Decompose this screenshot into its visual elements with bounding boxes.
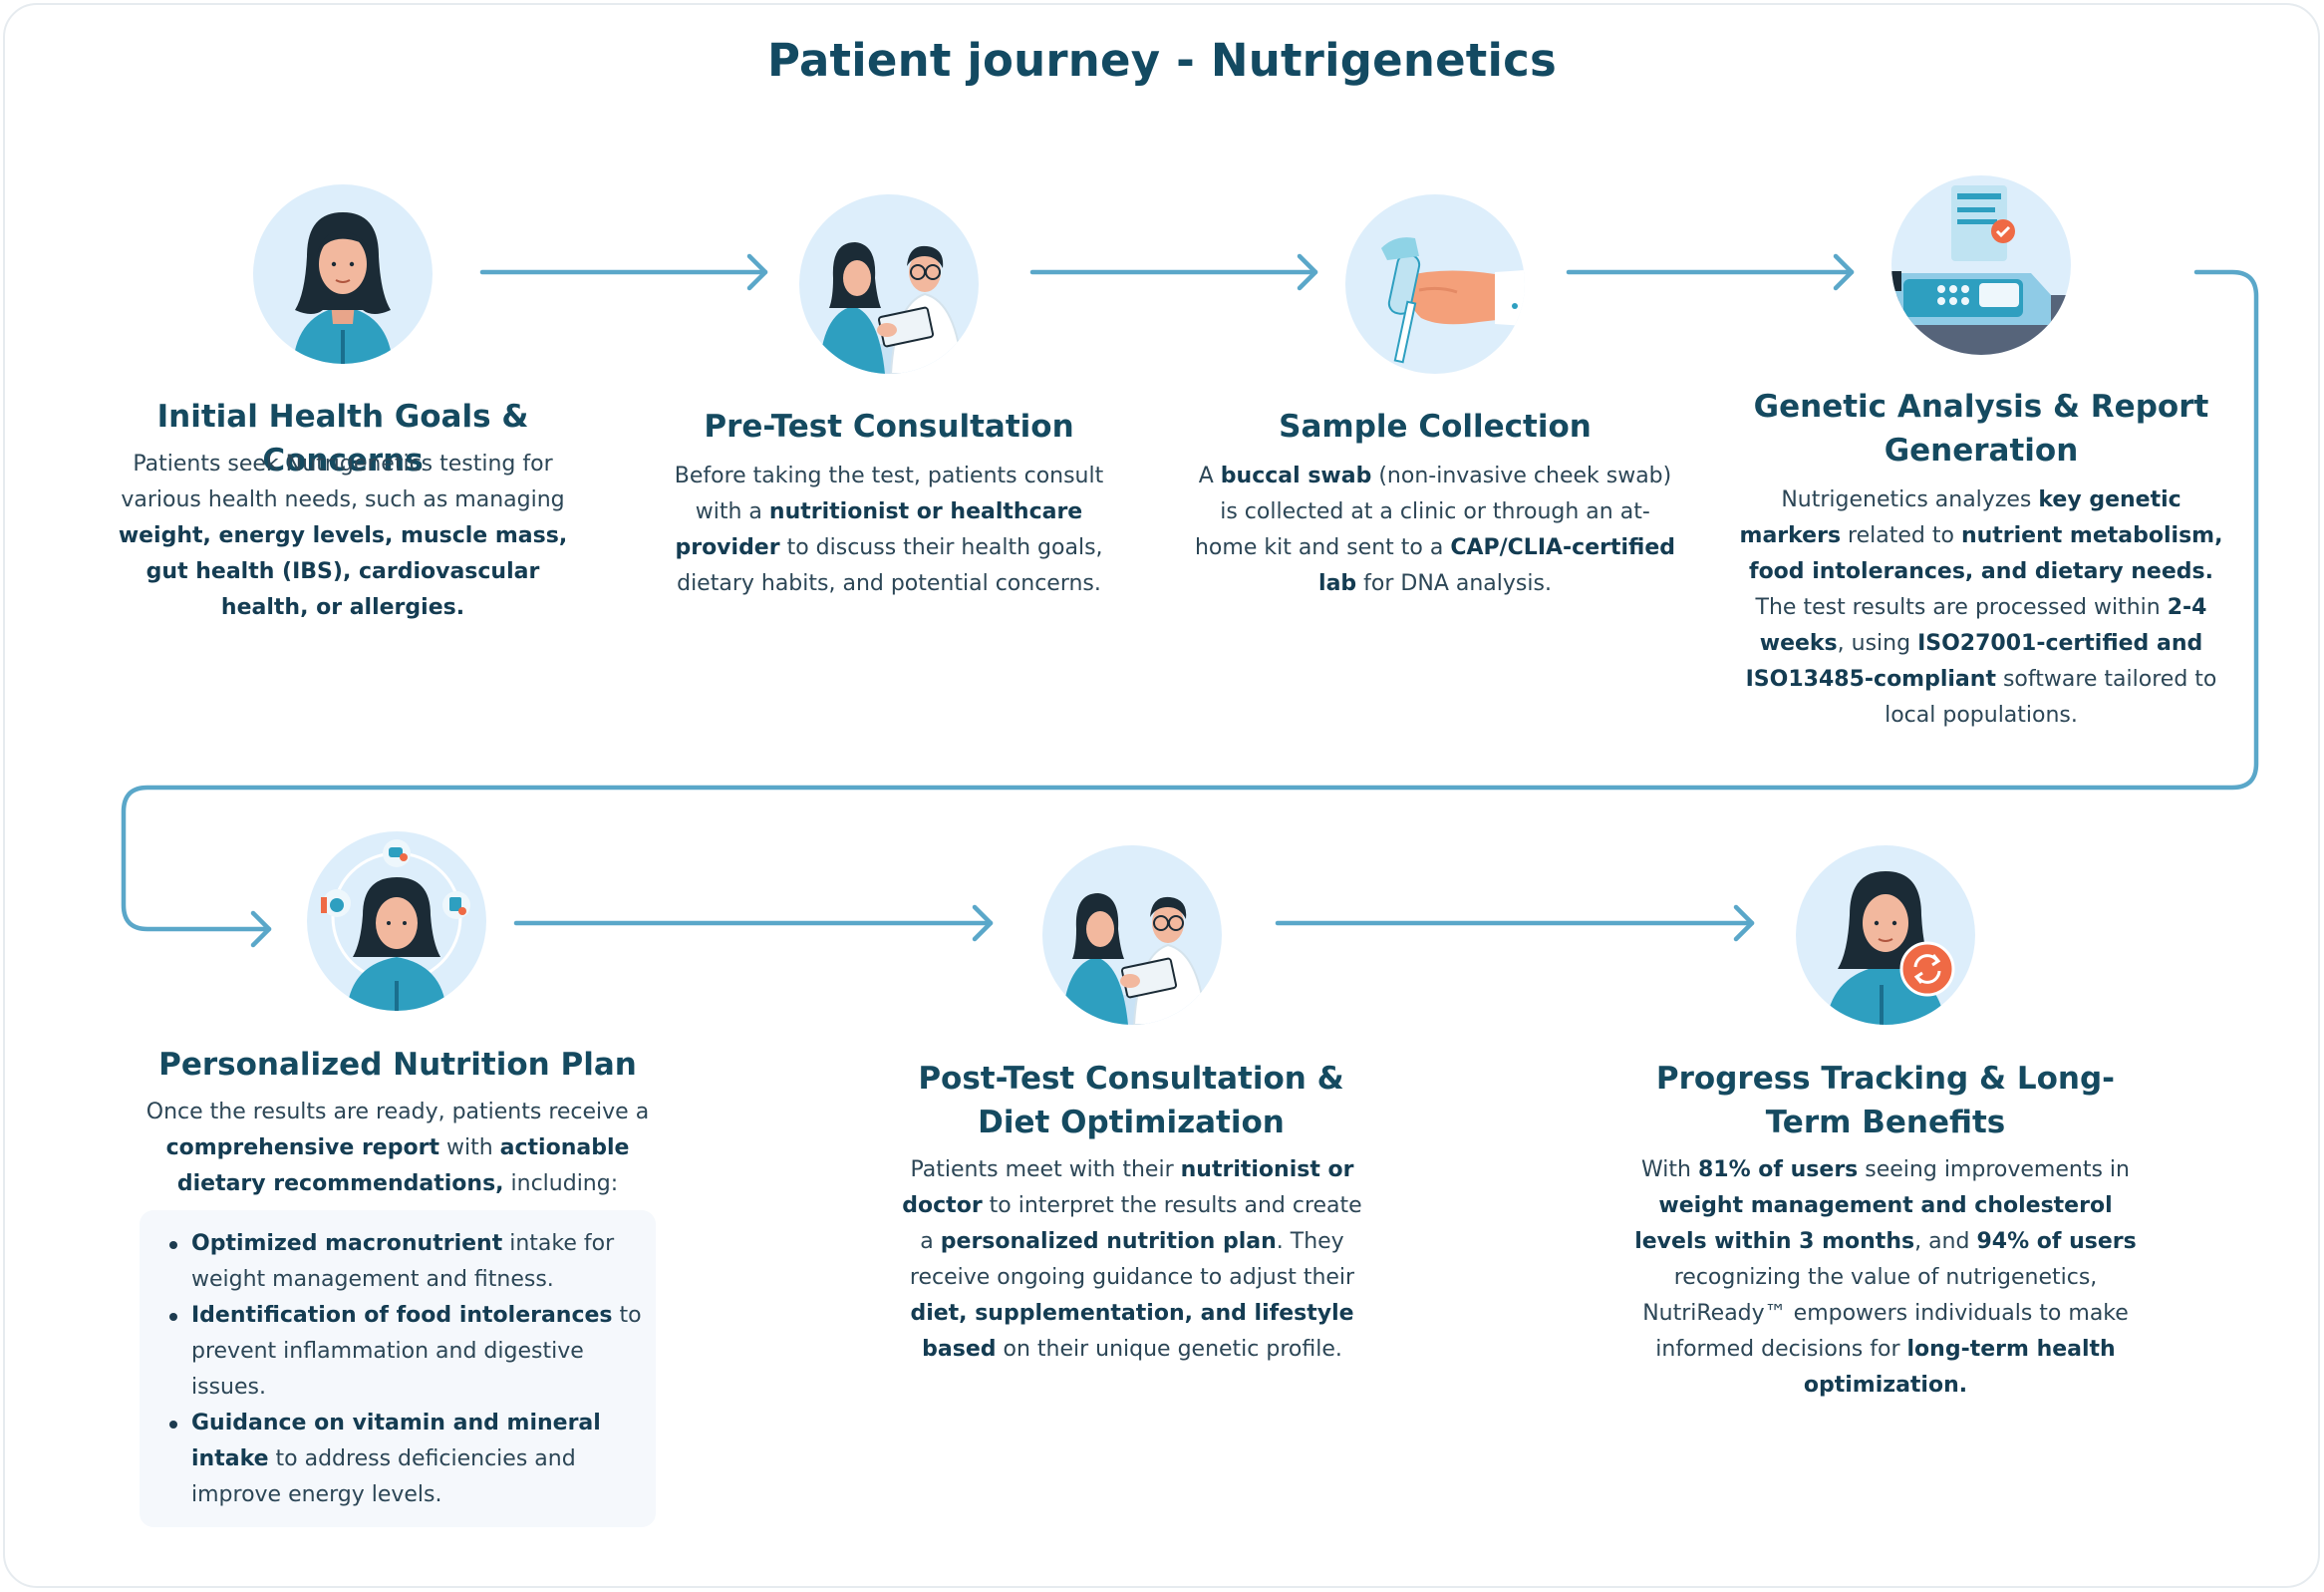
lab-report-icon xyxy=(1891,175,2071,355)
step-5-desc-text: Once the results are ready, patients rec… xyxy=(145,1100,650,1196)
step-6-title: Post-Test Consultation & Diet Optimizati… xyxy=(918,1061,1344,1140)
step-1-description: Patients seek Nutrigenetics testing for … xyxy=(108,447,578,626)
step-4-desc-text: Nutrigenetics analyzes key genetic marke… xyxy=(1739,487,2223,728)
wrap-arrowhead xyxy=(250,910,272,948)
step-7-title: Progress Tracking & Long-Term Benefits xyxy=(1655,1061,2116,1140)
step-7-desc-text: With 81% of users seeing improvements in… xyxy=(1634,1157,2137,1398)
bullet-dot xyxy=(169,1421,177,1429)
recommendation-text-2: Identification of food intolerances to p… xyxy=(191,1303,642,1400)
page-title: Patient journey - Nutrigenetics xyxy=(767,34,1557,87)
step-5-description: Once the results are ready, patients rec… xyxy=(140,1095,656,1202)
step-3-title: Sample Collection xyxy=(1279,409,1592,445)
patient-woman-icon xyxy=(253,184,433,364)
step-3-desc-text: A buccal swab (non-invasive cheek swab) … xyxy=(1194,464,1676,596)
arrow-2-to-3 xyxy=(1029,253,1318,291)
step-3-description: A buccal swab (non-invasive cheek swab) … xyxy=(1192,459,1678,602)
arrow-5-to-6 xyxy=(513,904,994,942)
consultation-icon xyxy=(799,194,979,374)
step-5-title: Personalized Nutrition Plan xyxy=(158,1047,637,1083)
step-2-desc-text: Before taking the test, patients consult… xyxy=(674,464,1104,596)
recommendations-list: Optimized macronutrient intake for weigh… xyxy=(140,1210,656,1527)
recommendation-text-1: Optimized macronutrient intake for weigh… xyxy=(191,1231,615,1292)
recommendation-item: Guidance on vitamin and mineral intake t… xyxy=(169,1406,645,1513)
step-4-title: Genetic Analysis & Report Generation xyxy=(1753,389,2209,469)
arrow-1-to-2 xyxy=(479,253,768,291)
recommendation-item: Optimized macronutrient intake for weigh… xyxy=(169,1226,645,1298)
step-4-description: Nutrigenetics analyzes key genetic marke… xyxy=(1734,482,2228,734)
recommendation-item: Identification of food intolerances to p… xyxy=(169,1298,645,1406)
step-1-title: Initial Health Goals & Concerns xyxy=(156,399,529,478)
swab-sample-icon xyxy=(1345,194,1525,374)
step-6-description: Patients meet with their nutritionist or… xyxy=(893,1152,1371,1368)
step-2-title: Pre-Test Consultation xyxy=(704,409,1074,445)
step-1-desc-text: Patients seek Nutrigenetics testing for … xyxy=(118,452,568,620)
arrow-6-to-7 xyxy=(1275,904,1755,942)
nutrition-plan-icon xyxy=(307,831,486,1011)
step-7-description: With 81% of users seeing improvements in… xyxy=(1634,1152,2137,1404)
bullet-dot xyxy=(169,1313,177,1321)
wrap-connector xyxy=(121,269,2259,932)
bullet-dot xyxy=(169,1241,177,1249)
consultation-icon xyxy=(1042,845,1222,1025)
progress-tracking-icon xyxy=(1796,845,1975,1025)
step-2-description: Before taking the test, patients consult… xyxy=(652,459,1126,602)
arrow-3-to-4 xyxy=(1566,253,1855,291)
step-6-desc-text: Patients meet with their nutritionist or… xyxy=(902,1157,1362,1362)
recommendation-text-3: Guidance on vitamin and mineral intake t… xyxy=(191,1411,601,1507)
